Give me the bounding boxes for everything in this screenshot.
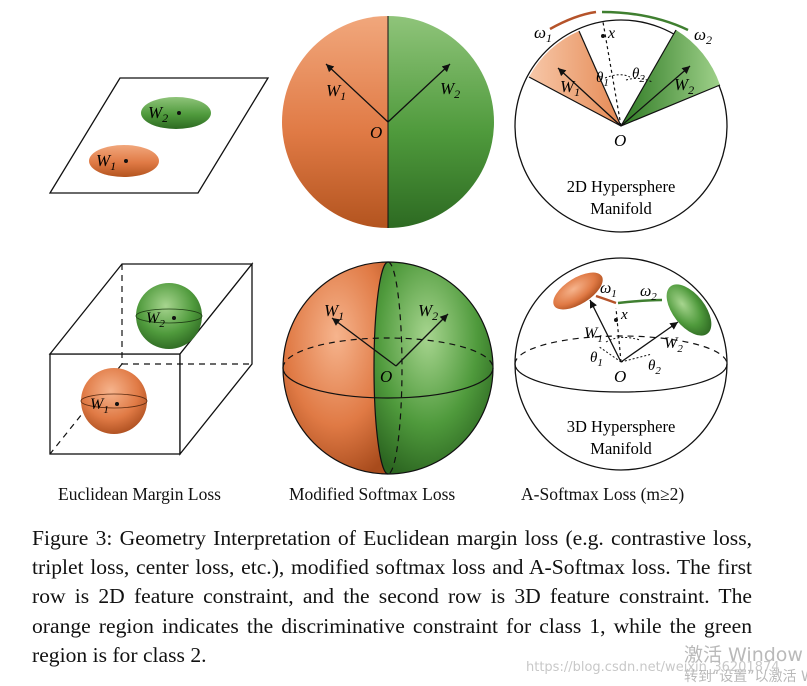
class1-cap xyxy=(553,272,603,310)
svg-text:3D Hypersphere: 3D Hypersphere xyxy=(567,417,676,436)
panel-softmax-3d: W1 W2 O xyxy=(282,261,494,475)
class2-sphere xyxy=(136,283,202,349)
svg-text:W2: W2 xyxy=(674,75,694,97)
class2-cap xyxy=(666,284,712,336)
svg-text:θ2: θ2 xyxy=(632,66,645,85)
activate-windows-watermark: 激活 Window xyxy=(684,644,803,666)
column-label-euclidean: Euclidean Margin Loss xyxy=(58,484,221,504)
svg-text:W2: W2 xyxy=(440,79,460,101)
svg-text:θ1: θ1 xyxy=(596,70,609,89)
column-label-softmax: Modified Softmax Loss xyxy=(289,484,456,504)
panel-euclid-3d: W2 W1 xyxy=(48,262,254,456)
svg-text:W2: W2 xyxy=(146,310,165,330)
class2-region xyxy=(141,97,211,129)
panel-softmax-2d: W1 W2 O xyxy=(282,16,494,228)
svg-text:W2: W2 xyxy=(664,335,683,355)
svg-text:W1: W1 xyxy=(584,325,603,345)
svg-text:x: x xyxy=(620,307,628,323)
w1-label: W xyxy=(96,151,112,170)
svg-text:Manifold: Manifold xyxy=(590,439,652,458)
svg-text:2D Hypersphere: 2D Hypersphere xyxy=(567,177,676,196)
svg-text:Manifold: Manifold xyxy=(590,199,652,218)
watermark-url: https://blog.csdn.net/weixin_36201874 xyxy=(526,660,780,675)
svg-text:θ2: θ2 xyxy=(648,358,661,377)
svg-text:ω2: ω2 xyxy=(694,25,712,47)
svg-text:W1: W1 xyxy=(96,151,116,173)
w2-label: W xyxy=(148,103,164,122)
panel-euclid-2d: W2 W1 xyxy=(48,77,270,194)
svg-text:W2: W2 xyxy=(418,301,438,323)
svg-text:O: O xyxy=(614,131,626,150)
svg-text:O: O xyxy=(370,123,382,142)
svg-text:W1: W1 xyxy=(326,81,346,103)
figure-geometry-illustration: W2 W1 W1 W2 O xyxy=(48,10,728,475)
svg-text:O: O xyxy=(380,367,392,386)
svg-text:ω1: ω1 xyxy=(600,280,617,300)
svg-text:W1: W1 xyxy=(90,396,109,416)
column-label-asoftmax: A-Softmax Loss (m≥2) xyxy=(521,484,685,504)
svg-text:θ1: θ1 xyxy=(590,350,603,369)
svg-text:W2: W2 xyxy=(148,103,168,125)
class1-sphere xyxy=(81,368,147,434)
svg-text:O: O xyxy=(614,367,626,386)
activate-windows-hint: 转到“设置”以激活 W xyxy=(684,669,807,685)
svg-text:x: x xyxy=(607,25,615,42)
svg-text:ω2: ω2 xyxy=(640,283,657,303)
svg-text:W1: W1 xyxy=(560,77,580,99)
panel-asoftmax-3d: ω1 ω2 x W1 W2 θ1 θ2 O 3D Hypersphere Man… xyxy=(514,257,728,471)
svg-text:ω1: ω1 xyxy=(534,23,552,45)
figure-caption: Figure 3: Geometry Interpretation of Euc… xyxy=(32,526,752,667)
panel-asoftmax-2d: ω1 ω2 x θ1 θ2 W1 W2 O 2D Hypersphere Man… xyxy=(514,10,728,233)
svg-text:W1: W1 xyxy=(324,301,344,323)
